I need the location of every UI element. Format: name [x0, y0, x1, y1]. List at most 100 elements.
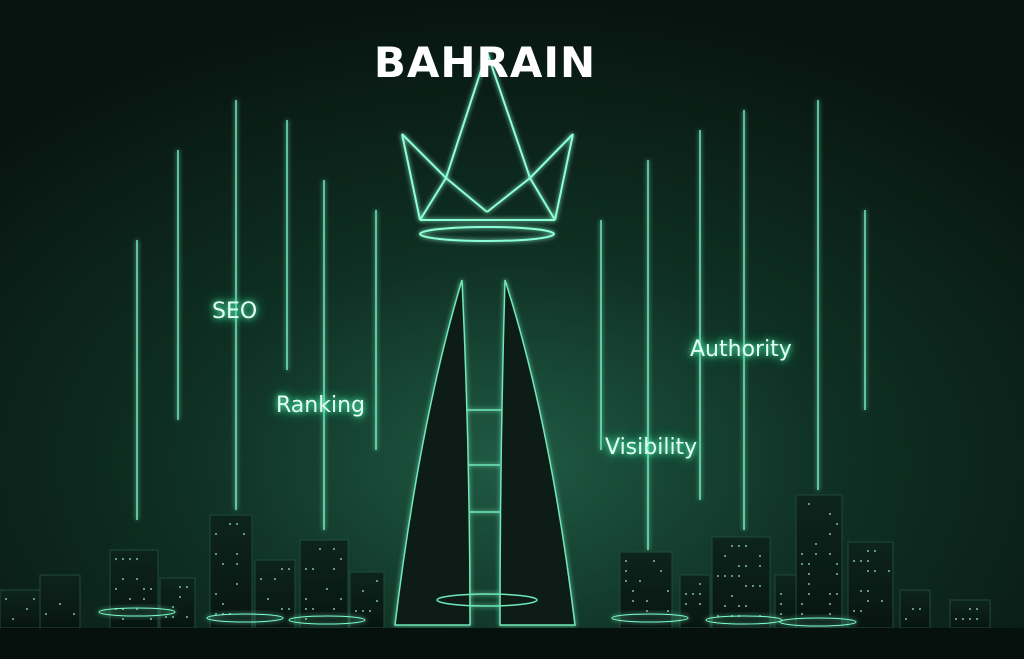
window-light — [129, 598, 131, 600]
window-light — [808, 583, 810, 585]
building — [0, 590, 40, 628]
window-light — [267, 598, 269, 600]
window-light — [305, 568, 307, 570]
window-light — [867, 570, 869, 572]
window-light — [362, 590, 364, 592]
window-light — [215, 613, 217, 615]
window-light — [236, 563, 238, 565]
window-light — [305, 608, 307, 610]
window-light — [801, 553, 803, 555]
window-light — [281, 568, 283, 570]
window-light — [836, 523, 838, 525]
window-light — [222, 563, 224, 565]
window-light — [738, 545, 740, 547]
window-light — [836, 563, 838, 565]
waterfront — [0, 628, 1024, 659]
window-light — [829, 613, 831, 615]
twin-towers — [395, 280, 575, 625]
window-light — [236, 523, 238, 525]
window-light — [976, 608, 978, 610]
window-light — [243, 533, 245, 535]
window-light — [780, 603, 782, 605]
window-light — [699, 583, 701, 585]
window-light — [867, 560, 869, 562]
window-light — [236, 553, 238, 555]
window-light — [288, 608, 290, 610]
window-light — [186, 616, 188, 618]
window-light — [724, 575, 726, 577]
window-light — [829, 603, 831, 605]
window-light — [274, 578, 276, 580]
window-light — [122, 578, 124, 580]
window-light — [919, 608, 921, 610]
window-light — [867, 590, 869, 592]
window-light — [829, 533, 831, 535]
window-light — [969, 608, 971, 610]
window-light — [136, 558, 138, 560]
window-light — [867, 600, 869, 602]
window-light — [692, 593, 694, 595]
label-authority: Authority — [690, 337, 792, 362]
window-light — [625, 570, 627, 572]
window-light — [143, 598, 145, 600]
window-light — [836, 593, 838, 595]
window-light — [780, 593, 782, 595]
window-light — [801, 613, 803, 615]
window-light — [699, 603, 701, 605]
window-light — [333, 608, 335, 610]
window-light — [912, 608, 914, 610]
building — [950, 600, 990, 628]
window-light — [717, 575, 719, 577]
window-light — [143, 588, 145, 590]
window-light — [26, 608, 28, 610]
window-light — [745, 585, 747, 587]
building — [300, 540, 348, 628]
window-light — [874, 570, 876, 572]
window-light — [340, 598, 342, 600]
skyline-buildings — [0, 495, 990, 628]
window-light — [376, 580, 378, 582]
window-light — [33, 598, 35, 600]
window-light — [660, 570, 662, 572]
window-light — [867, 550, 869, 552]
window-light — [625, 560, 627, 562]
window-light — [745, 545, 747, 547]
window-light — [667, 610, 669, 612]
window-light — [801, 603, 803, 605]
window-light — [731, 595, 733, 597]
window-light — [888, 570, 890, 572]
building — [255, 560, 295, 628]
window-light — [731, 545, 733, 547]
building — [900, 590, 930, 628]
window-light — [724, 555, 726, 557]
window-light — [215, 533, 217, 535]
window-light — [312, 568, 314, 570]
building — [350, 572, 384, 628]
window-light — [281, 608, 283, 610]
window-light — [222, 603, 224, 605]
window-light — [355, 610, 357, 612]
window-light — [5, 598, 7, 600]
window-light — [215, 553, 217, 555]
page-title: BAHRAIN — [0, 38, 970, 87]
window-light — [808, 573, 810, 575]
window-light — [860, 560, 862, 562]
window-light — [962, 618, 964, 620]
window-light — [860, 590, 862, 592]
window-light — [685, 593, 687, 595]
building — [848, 542, 893, 628]
window-light — [731, 575, 733, 577]
window-light — [165, 616, 167, 618]
window-light — [136, 578, 138, 580]
window-light — [653, 560, 655, 562]
window-light — [305, 598, 307, 600]
building — [796, 495, 842, 628]
window-light — [874, 550, 876, 552]
window-light — [646, 610, 648, 612]
window-light — [808, 593, 810, 595]
window-light — [260, 578, 262, 580]
window-light — [955, 618, 957, 620]
window-light — [625, 580, 627, 582]
label-seo: SEO — [212, 299, 257, 324]
window-light — [59, 603, 61, 605]
